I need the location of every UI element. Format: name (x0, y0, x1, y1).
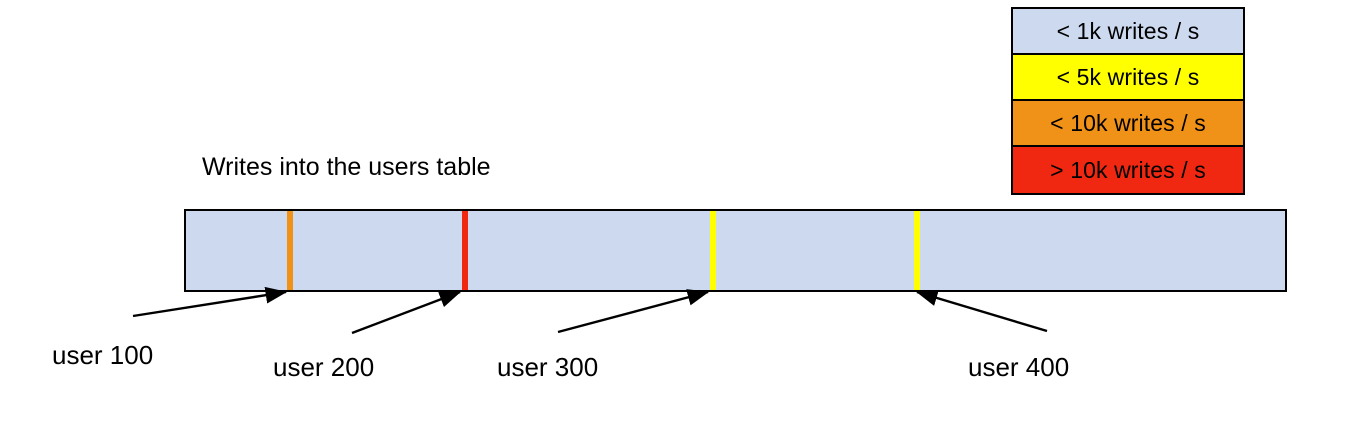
legend-item-lt-5k: < 5k writes / s (1013, 55, 1243, 101)
diagram-caption: Writes into the users table (202, 153, 491, 181)
arrow-user-200 (351, 290, 462, 335)
legend: < 1k writes / s < 5k writes / s < 10k wr… (1011, 7, 1245, 195)
callout-label-user-300: user 300 (497, 352, 599, 382)
callout-label-user-100: user 100 (52, 340, 154, 370)
legend-item-label: < 5k writes / s (1056, 63, 1200, 90)
legend-item-gt-10k: > 10k writes / s (1013, 147, 1243, 193)
arrow-user-100 (132, 286, 288, 318)
users-table-bar (184, 209, 1287, 292)
legend-item-label: > 10k writes / s (1050, 156, 1206, 183)
stripe-user-400 (914, 211, 920, 290)
stripe-user-300 (710, 211, 716, 290)
callout-label-user-200: user 200 (273, 352, 375, 382)
stripe-user-200 (462, 211, 468, 290)
arrow-user-300 (557, 289, 710, 334)
legend-item-lt-1k: < 1k writes / s (1013, 9, 1243, 55)
legend-item-lt-10k: < 10k writes / s (1013, 101, 1243, 147)
legend-item-label: < 1k writes / s (1056, 17, 1200, 44)
arrow-user-400 (915, 289, 1048, 333)
legend-item-label: < 10k writes / s (1050, 109, 1206, 136)
stripe-user-100 (287, 211, 293, 290)
callout-label-user-400: user 400 (968, 352, 1070, 382)
